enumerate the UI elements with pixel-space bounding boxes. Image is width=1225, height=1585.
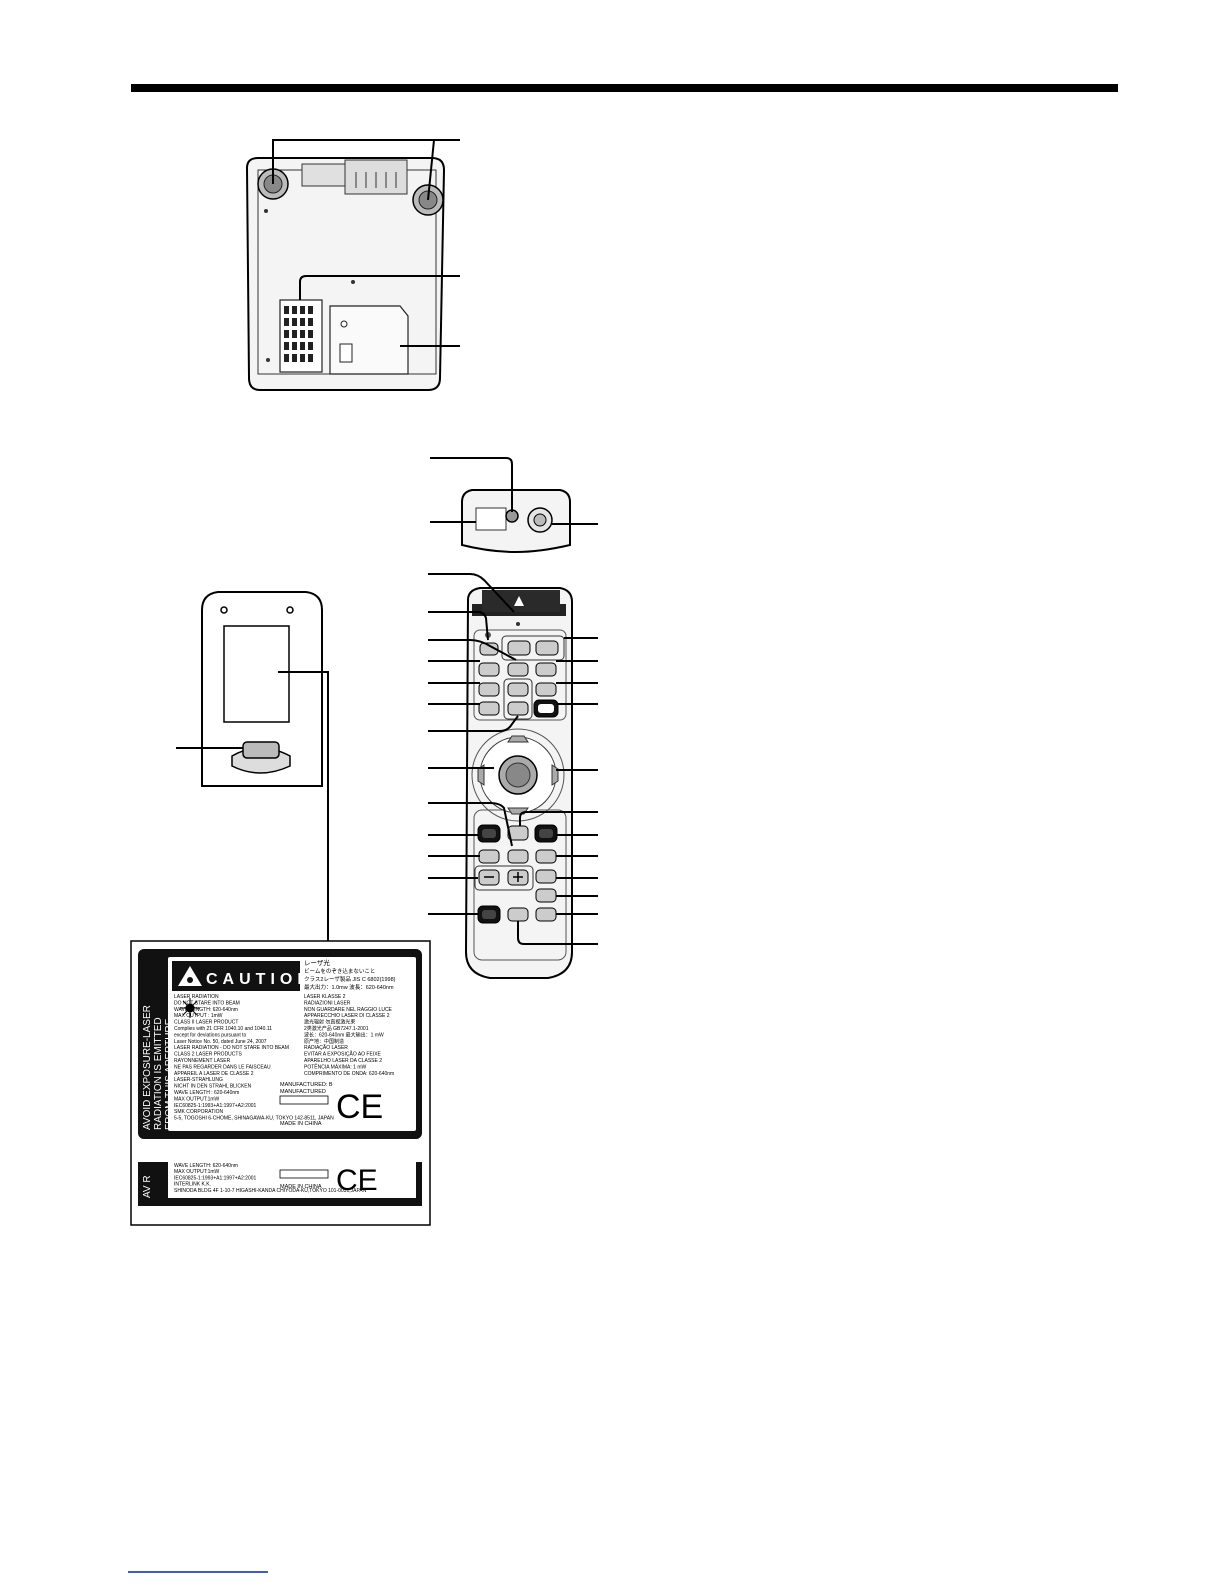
remote-button-s[interactable] (535, 888, 557, 903)
label-side-line-2: RADIATION IS EMITTED (153, 1017, 164, 1130)
label-left-line-11: RAYONNEMENT LASER (174, 1058, 231, 1064)
bottom-link-rule (128, 1571, 268, 1573)
label-lower-line-1: WAVE LENGTH: 620-640nm (174, 1163, 238, 1169)
label-left-line-16: WAVE LENGTH : 620-640nm (174, 1090, 239, 1096)
label-left-line-1: LASER RADIATION (174, 994, 219, 1000)
label-right-line-6: 2类激光产品 GB7247.1-2001 (304, 1025, 369, 1032)
ce-mark: CE (336, 1088, 383, 1126)
label-right-line-12: POTÊNCIA MÁXIMA: 1 mW (304, 1062, 367, 1070)
label-left-line-18: IEC60825-1:1993+A1:1997+A2:2001 (174, 1103, 257, 1109)
label-lower-line-3: IEC60825-1:1993+A1:1997+A2:2001 (174, 1175, 257, 1181)
remote-button-o[interactable] (478, 849, 500, 864)
label-left-line-20: 5-5, TOGOSHI 6-CHOME, SHINAGAWA-KU, TOKY… (174, 1116, 334, 1122)
remote-button-a[interactable] (507, 640, 531, 656)
laser-warning-triangle-icon (178, 966, 202, 986)
label-left-line-17: MAX OUTPUT:1mW (174, 1096, 220, 1102)
air-filter-grille (279, 299, 323, 373)
remote-button-i[interactable] (507, 701, 529, 716)
label-right-line-2: RADIAZIONI LASER (304, 1000, 351, 1006)
label-left-line-13: APPAREIL A LASER DE CLASSE 2 (174, 1071, 254, 1077)
remote-button-c[interactable] (478, 662, 500, 677)
label-right-line-1: LASER KLASSE 2 (304, 994, 346, 1000)
label-left-line-2: DO NOT STARE INTO BEAM (174, 1000, 240, 1006)
label-right-line-4: APPARECCHIO LASER DI CLASSE 2 (304, 1013, 390, 1019)
label-right-line-7: 波长：620-640nm 最大输出：1 mW (304, 1031, 384, 1038)
lamp-cover (329, 305, 409, 375)
remote-back-view (176, 591, 329, 942)
projector-bottom-view (245, 139, 460, 391)
label-right-line-5: 激光辐射 勿直视激光束 (304, 1019, 355, 1026)
label-left-line-19: SMK CORPORATION (174, 1109, 223, 1115)
label-right-line-10: EVITAR A EXPOSIÇÃO AO FEIXE (304, 1051, 382, 1058)
lower-side-text: AV R (142, 1175, 153, 1198)
remote-button-h[interactable] (507, 682, 529, 697)
label-made-in-china: MADE IN CHINA (280, 1121, 322, 1127)
label-side-line-3: FROM THIS APERTURE (164, 1018, 175, 1130)
remote-button-q[interactable] (535, 849, 557, 864)
lower-made-in-china: MADE IN CHINA (280, 1184, 322, 1190)
remote-button-m[interactable] (507, 825, 529, 841)
label-left-line-15: NICHT IN DEN STRAHL BLICKEN (174, 1084, 252, 1090)
label-right-line-11: APARELHO LASER DA CLASSE 2 (304, 1058, 382, 1064)
direction-pad[interactable] (471, 728, 565, 822)
power-button[interactable] (479, 642, 499, 656)
remote-top-view (430, 457, 598, 554)
label-right-line-8: 原产地：中国制造 (304, 1038, 344, 1045)
remote-button-f[interactable] (478, 682, 500, 697)
label-right-line-13: COMPRIMENTO DE ONDA: 620-640nm (304, 1071, 394, 1077)
remote-button-p[interactable] (507, 849, 529, 864)
label-right-line-3: NON GUARDARE NEL RAGGIO LUCE (304, 1007, 393, 1013)
label-left-line-14: LASER-STRAHLUNG (174, 1077, 223, 1083)
warning-triangle-icon (514, 596, 524, 606)
label-side-line-1: AVOID EXPOSURE-LASER (142, 1005, 153, 1130)
label-lower-line-2: MAX OUTPUT:1mW (174, 1169, 220, 1175)
remote-button-r[interactable] (535, 869, 557, 884)
laser-starburst-icon (180, 998, 200, 1018)
lower-ce-mark: CE (336, 1164, 378, 1197)
top-rule (131, 84, 1118, 92)
caution-heading: CAUTION (206, 971, 314, 988)
label-left-line-10: CLASS 2 LASER PRODUCTS (174, 1052, 242, 1058)
label-left-line-9: LASER RADIATION - DO NOT STARE INTO BEAM (174, 1045, 289, 1051)
label-left-line-7: except for deviations pursuant to (174, 1032, 246, 1038)
label-left-line-12: NE PAS REGARDER DANS LE FAISCEAU (174, 1064, 271, 1070)
label-jp-line-3: 最大出力：1.0mw 波長：620-640nm (304, 983, 394, 991)
label-jp-line-1: ビームをのぞき込まないこと (304, 967, 375, 975)
laser-caution-label-figure: CAUTION レーザ光 ビームをのぞき込まないこと クラス2レーザ製品 JIS… (130, 940, 431, 1226)
label-left-line-8: Laser Notice No. 50, dated June 24, 2007 (174, 1039, 267, 1045)
remote-button-j[interactable] (535, 682, 557, 697)
remote-button-g[interactable] (478, 701, 500, 716)
label-left-line-3: WAVE LENGTH: 620-640nm (174, 1007, 238, 1013)
manufactured-date-box (279, 1095, 329, 1105)
caution-label-area (223, 625, 290, 723)
label-lower-line-5: SHINODA BLDG 4F 1-10-7 HIGASHI-KANDA CHI… (174, 1188, 367, 1194)
label-left-line-5: CLASS II LASER PRODUCT (174, 1020, 238, 1026)
remote-button-v[interactable] (535, 907, 557, 922)
label-manufactured: MANUFACTURED (280, 1089, 326, 1095)
label-lower-line-4: INTERLINK K.K. (174, 1182, 211, 1188)
label-left-line-4: MAX OUTPUT : 1mW (174, 1013, 223, 1019)
remote-button-d[interactable] (507, 662, 529, 677)
label-manufactured-by: MANUFACTURED: B (280, 1082, 333, 1088)
remote-button-b[interactable] (535, 640, 559, 656)
remote-button-e[interactable] (535, 662, 557, 677)
battery-cover-latch (231, 741, 291, 774)
remote-button-u[interactable] (507, 907, 529, 922)
label-left-line-6: Complies with 21 CFR 1040.10 and 1040.11 (174, 1026, 272, 1032)
label-jp-heading: レーザ光 (304, 958, 330, 967)
label-jp-line-2: クラス2レーザ製品 JIS C 6802(1998) (304, 975, 396, 983)
label-right-line-9: RADIAÇÃO LASER (304, 1044, 348, 1051)
remote-front-view (428, 573, 598, 979)
